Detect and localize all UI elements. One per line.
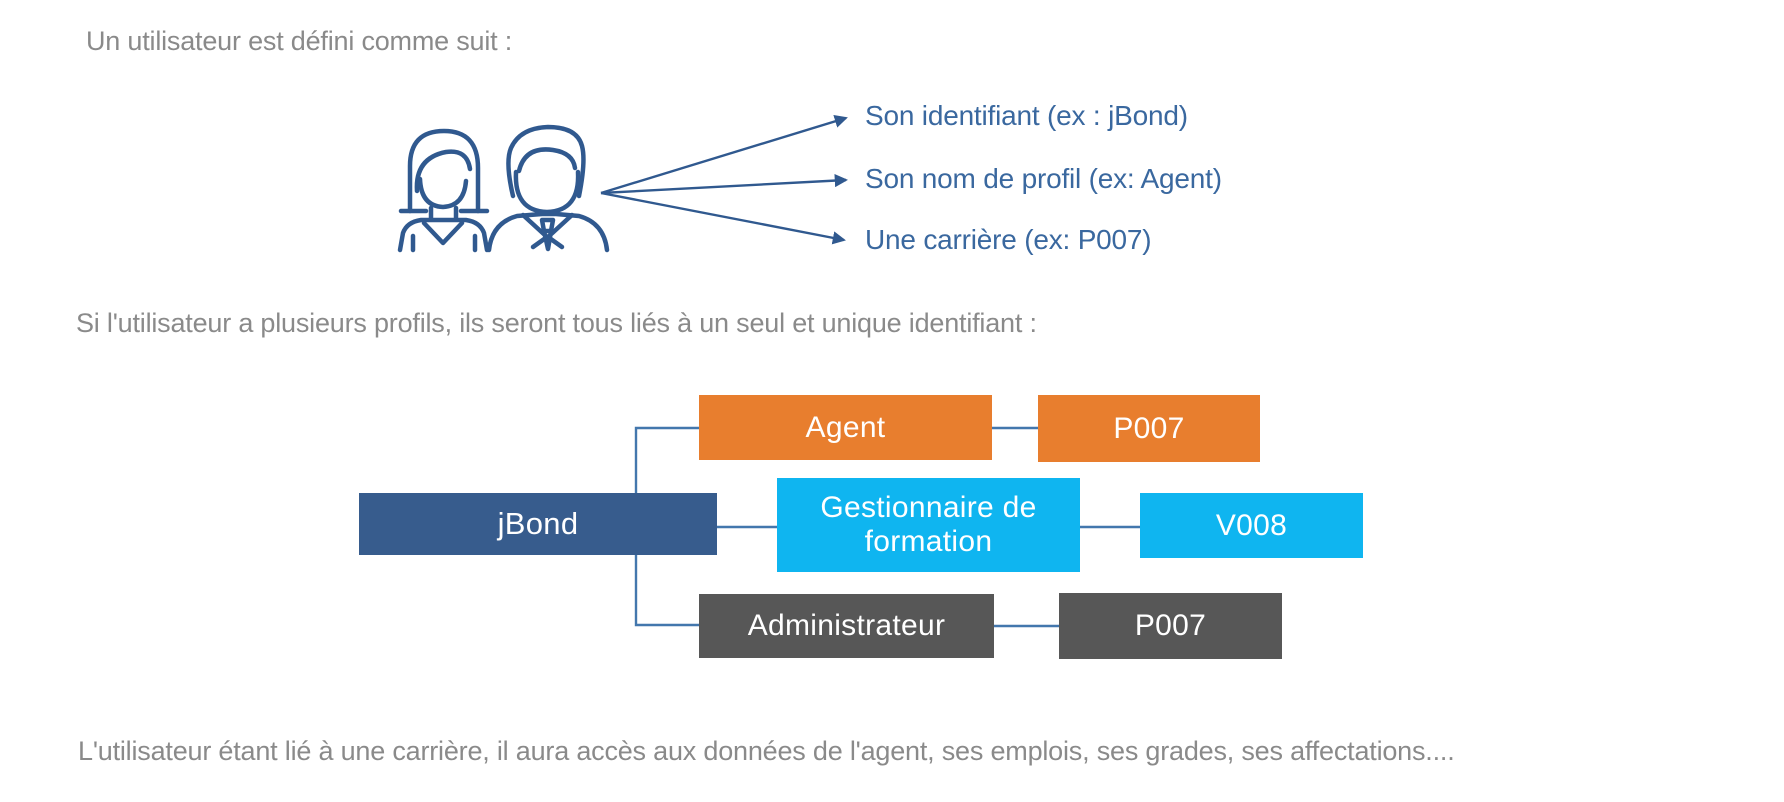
connector-trunk-down [634,555,699,627]
intro-text: Un utilisateur est défini comme suit : [86,26,513,56]
arrow-identifiant [600,114,848,195]
node-profile-agent: Agent [699,395,992,460]
node-career-p007-admin: P007 [1059,593,1282,659]
arrow-carriere [600,191,846,245]
connector-trunk-up [634,426,699,493]
node-career-p007-agent: P007 [1038,395,1260,462]
node-profile-administrateur: Administrateur [699,594,994,658]
attribute-identifiant-label: Son identifiant (ex : jBond) [865,100,1188,131]
arrow-profil [600,174,848,195]
career-access-text: L'utilisateur étant lié à une carrière, … [78,736,1455,766]
node-jbond: jBond [359,493,717,555]
node-profile-gestionnaire: Gestionnaire de formation [777,478,1080,572]
node-career-v008: V008 [1140,493,1363,558]
users-icon [397,124,610,253]
attribute-arrows [600,114,848,245]
multi-profiles-text: Si l'utilisateur a plusieurs profils, il… [76,308,1037,338]
attribute-carriere-label: Une carrière (ex: P007) [865,224,1152,255]
attribute-profil-label: Son nom de profil (ex: Agent) [865,163,1222,194]
